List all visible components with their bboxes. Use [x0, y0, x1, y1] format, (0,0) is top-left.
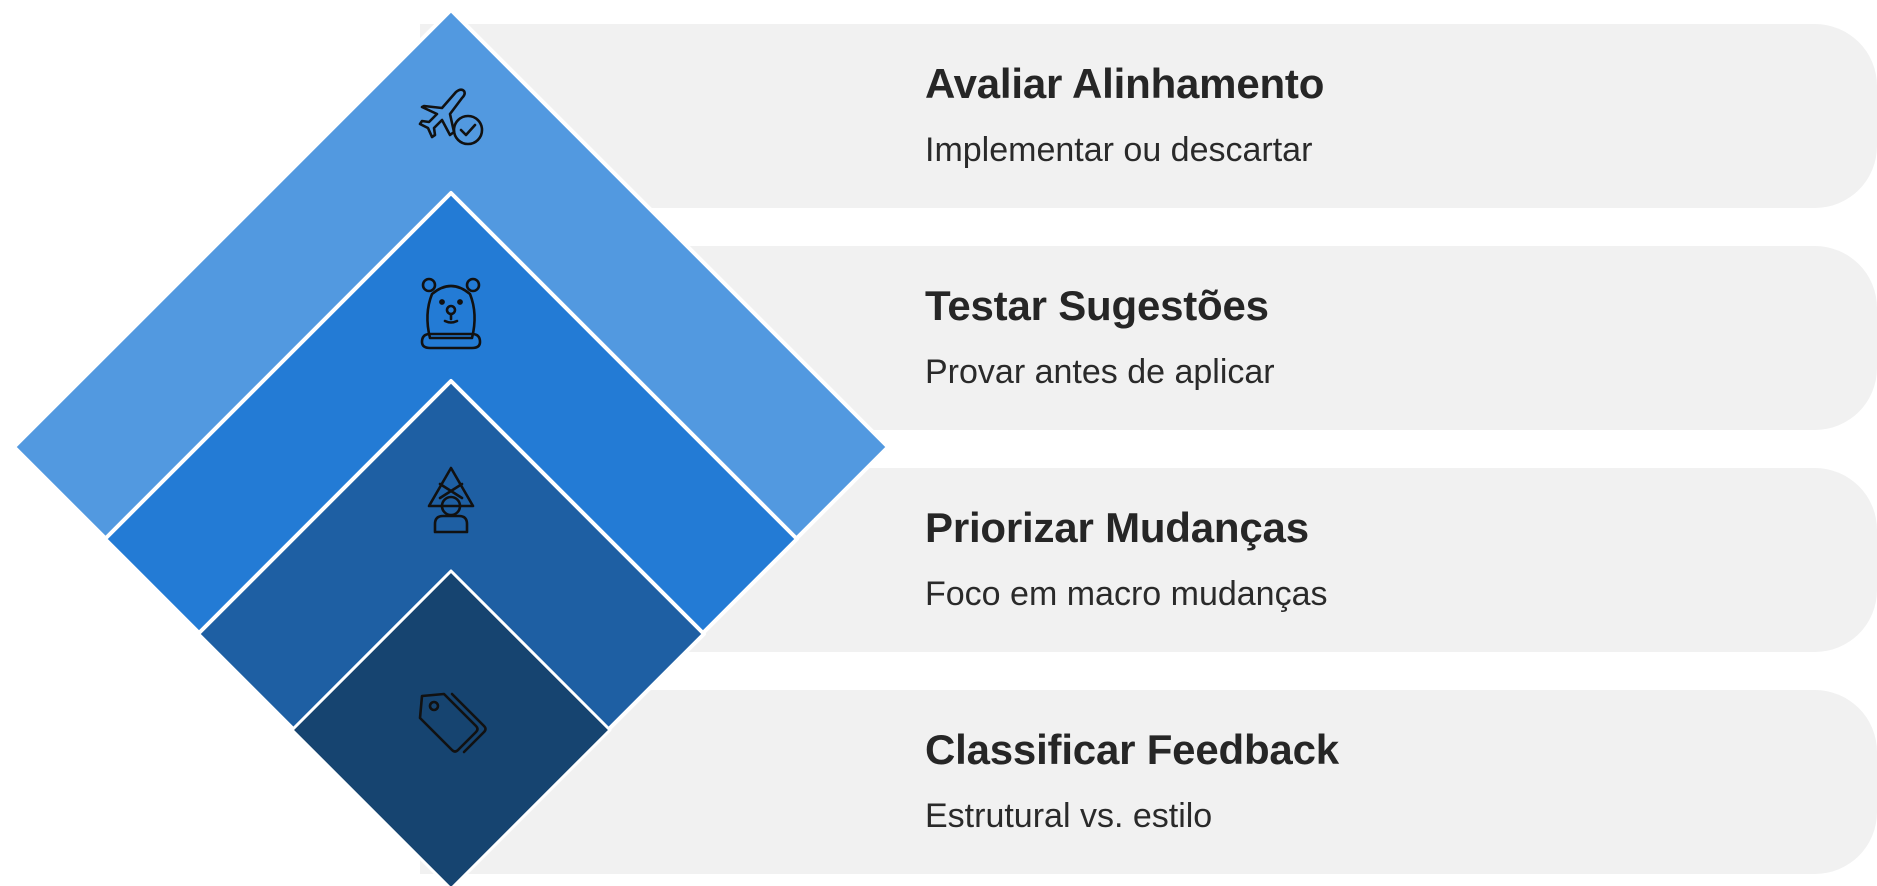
diamond-layer-4: [290, 569, 612, 886]
tags-icon: [418, 692, 487, 754]
pyramid-diagram: [12, 8, 890, 886]
step-3-title: Priorizar Mudanças: [925, 504, 1309, 551]
person-warning-icon: [427, 466, 475, 534]
step-4-title: Classificar Feedback: [925, 726, 1339, 773]
step-4-subtitle: Estrutural vs. estilo: [925, 797, 1213, 835]
step-1-title: Avaliar Alinhamento: [925, 60, 1325, 107]
step-2-title: Testar Sugestões: [925, 282, 1269, 329]
bear-icon: [420, 277, 482, 350]
step-bar-1: [420, 24, 1877, 208]
step-bar-4: [420, 690, 1877, 874]
step-1-subtitle: Implementar ou descartar: [925, 131, 1313, 169]
step-3-subtitle: Foco em macro mudanças: [925, 575, 1328, 613]
step-2-subtitle: Provar antes de aplicar: [925, 353, 1275, 391]
airplane-check-icon: [418, 88, 484, 146]
